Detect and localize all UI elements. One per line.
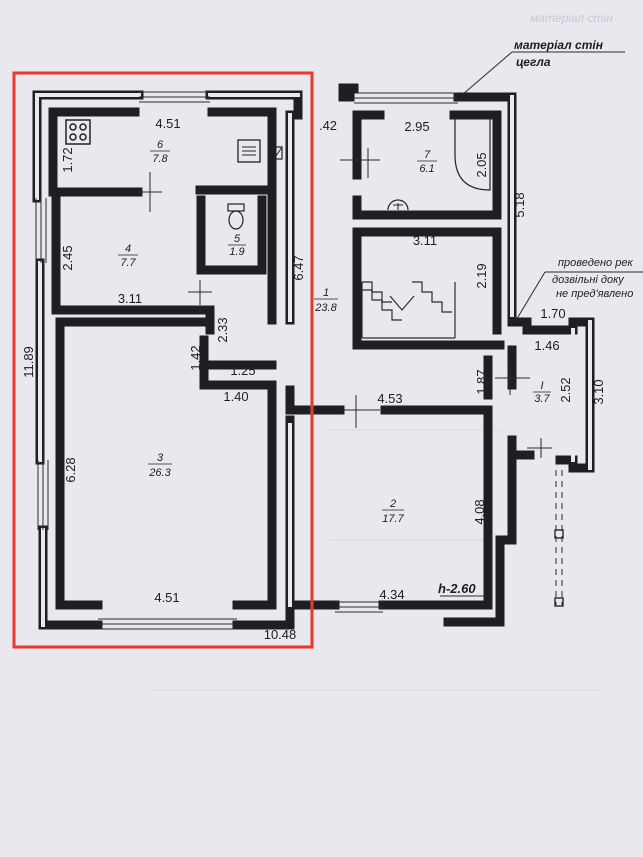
dim-1-42: 1.42 <box>188 345 203 370</box>
room-label-7: 7 6.1 <box>417 149 437 175</box>
windows <box>35 91 458 630</box>
dim-1-46: 1.46 <box>534 338 559 353</box>
dim-1-87: 1.87 <box>474 369 489 394</box>
dim-4-53: 4.53 <box>377 391 402 406</box>
dim-1-70: 1.70 <box>540 306 565 321</box>
stairs-icon <box>361 281 456 339</box>
window-kitchen <box>139 91 210 103</box>
room-label-6: 6 7.8 <box>150 139 170 165</box>
side-note-line3: не пред'явлено <box>556 288 633 300</box>
svg-text:17.7: 17.7 <box>382 513 404 525</box>
dim-4-51-top: 4.51 <box>155 116 180 131</box>
svg-text:1: 1 <box>323 287 329 299</box>
highlight-frame <box>12 71 314 649</box>
svg-text:6: 6 <box>157 139 164 151</box>
toilet-icon <box>227 203 245 230</box>
room-label-4: 4 7.7 <box>118 243 138 269</box>
wall-material-value: цегла <box>516 55 551 69</box>
dim-3-11-left: 3.11 <box>118 291 142 306</box>
svg-text:4: 4 <box>125 243 131 255</box>
dim-4-51-bottom: 4.51 <box>154 590 179 605</box>
wall-inner-lines <box>35 93 592 627</box>
leader-lines <box>440 51 643 597</box>
height-mark: h-2.60 <box>438 581 476 596</box>
dim-1-40: 1.40 <box>223 389 248 404</box>
svg-text:7.7: 7.7 <box>120 257 136 269</box>
svg-text:7.8: 7.8 <box>152 153 168 165</box>
dim-2-19: 2.19 <box>474 263 489 288</box>
dim-2-05: 2.05 <box>474 152 489 177</box>
dim-6-47: 6.47 <box>291 255 306 280</box>
dim-6-28: 6.28 <box>63 457 78 482</box>
window-room2 <box>335 601 383 613</box>
svg-text:1.9: 1.9 <box>229 246 244 258</box>
dim-3-10: 3.10 <box>591 379 606 404</box>
room-label-3: 3 26.3 <box>148 452 172 479</box>
dim-1-72: 1.72 <box>60 147 75 172</box>
window-room4 <box>35 198 47 263</box>
dim-2-45: 2.45 <box>60 245 75 270</box>
dimension-labels: 4.51 1.72 2.45 3.11 6.47 2.33 .42 1.42 1… <box>21 116 606 642</box>
side-note-line2: дозвільні доку <box>552 274 625 286</box>
window-room3-bottom <box>98 618 237 630</box>
sink-icon <box>237 139 261 163</box>
svg-text:23.8: 23.8 <box>314 302 337 314</box>
room-label-I: I 3.7 <box>533 380 551 405</box>
svg-text:5: 5 <box>234 233 241 245</box>
door-marks <box>138 148 552 458</box>
faint-print-lines <box>150 429 600 691</box>
window-room7 <box>354 92 458 104</box>
dim-2-33: 2.33 <box>215 317 230 342</box>
shower-drain-icon <box>387 199 409 211</box>
bath-icon <box>454 117 491 191</box>
room-label-5: 5 1.9 <box>228 233 246 258</box>
dim-11-89: 11.89 <box>21 346 36 378</box>
window-room3-side <box>37 460 49 530</box>
svg-text:2: 2 <box>389 498 396 510</box>
dim-5-18: 5.18 <box>512 192 527 217</box>
dim-1-25: 1.25 <box>230 363 255 378</box>
stove-icon <box>65 119 91 145</box>
faded-header-text: матеріал стін <box>530 11 613 25</box>
svg-text:7: 7 <box>424 149 431 161</box>
dim-3-11-right: 3.11 <box>413 233 437 248</box>
svg-text:26.3: 26.3 <box>148 467 171 479</box>
dim-10-48: 10.48 <box>264 627 297 642</box>
svg-text:3.7: 3.7 <box>534 393 550 405</box>
dim-4-08: 4.08 <box>472 499 487 524</box>
boiler-icon <box>273 146 283 160</box>
dim-0-42: .42 <box>319 118 337 133</box>
side-note-line1: проведено рек <box>558 257 633 269</box>
svg-text:6.1: 6.1 <box>419 163 434 175</box>
outdoor-steps <box>554 470 564 607</box>
walls <box>32 83 595 630</box>
room-label-1: 1 23.8 <box>314 287 338 314</box>
wall-material-label: матеріал стін <box>514 38 604 52</box>
svg-text:3: 3 <box>157 452 164 464</box>
room-label-2: 2 17.7 <box>382 498 405 525</box>
dim-4-34: 4.34 <box>379 587 404 602</box>
svg-text:I: I <box>540 380 543 392</box>
dim-2-52: 2.52 <box>558 377 573 402</box>
dim-2-95: 2.95 <box>404 119 429 134</box>
